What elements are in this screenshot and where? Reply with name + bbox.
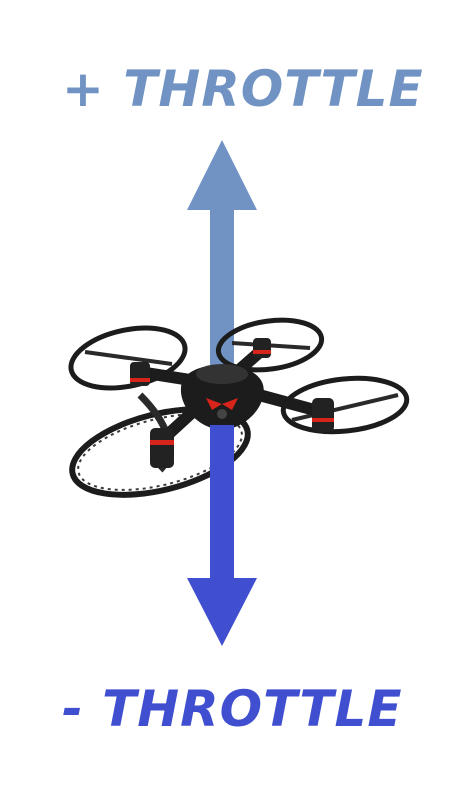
minus-throttle-label: - THROTTLE <box>62 680 403 738</box>
arrow-down-icon <box>187 425 257 646</box>
propeller-guard-front-right <box>280 375 410 435</box>
plus-throttle-label: + THROTTLE <box>62 60 424 118</box>
propeller-guard-rear-left <box>68 325 188 391</box>
arrow-up-icon <box>187 140 257 365</box>
drone-motors <box>130 338 334 468</box>
quadcopter-drone-icon <box>68 317 410 498</box>
drone-body <box>180 364 264 430</box>
